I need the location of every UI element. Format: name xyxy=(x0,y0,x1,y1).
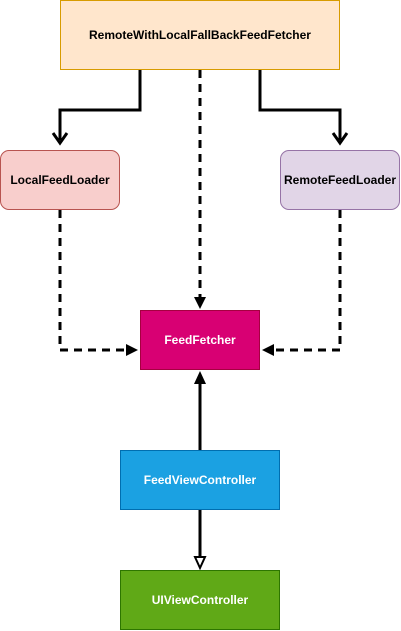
remote-fallback-feed-fetcher-node: RemoteWithLocalFallBackFeedFetcher xyxy=(60,0,340,70)
edge-fallback-to-remote xyxy=(258,70,349,146)
feed-view-controller-label: FeedViewController xyxy=(143,472,257,487)
ui-view-controller-node: UIViewController xyxy=(120,570,280,630)
edge-fallback-to-feedfetcher xyxy=(194,70,206,309)
edge-feedvc-to-uivc xyxy=(193,510,207,571)
feed-fetcher-node: FeedFetcher xyxy=(140,310,260,370)
local-feed-loader-node: LocalFeedLoader xyxy=(0,150,120,210)
edge-local-to-feedfetcher xyxy=(58,210,138,356)
remote-feed-loader-node: RemoteFeedLoader xyxy=(280,150,400,210)
feed-view-controller-node: FeedViewController xyxy=(120,450,280,510)
remote-feed-loader-label: RemoteFeedLoader xyxy=(283,172,397,187)
ui-view-controller-label: UIViewController xyxy=(151,592,249,607)
edge-fallback-to-local xyxy=(51,70,142,146)
local-feed-loader-label: LocalFeedLoader xyxy=(10,172,110,187)
remote-fallback-feed-fetcher-label: RemoteWithLocalFallBackFeedFetcher xyxy=(89,27,311,42)
feed-fetcher-label: FeedFetcher xyxy=(164,332,236,347)
edge-feedvc-to-feedfetcher xyxy=(194,371,206,450)
edge-remote-to-feedfetcher xyxy=(262,210,342,356)
